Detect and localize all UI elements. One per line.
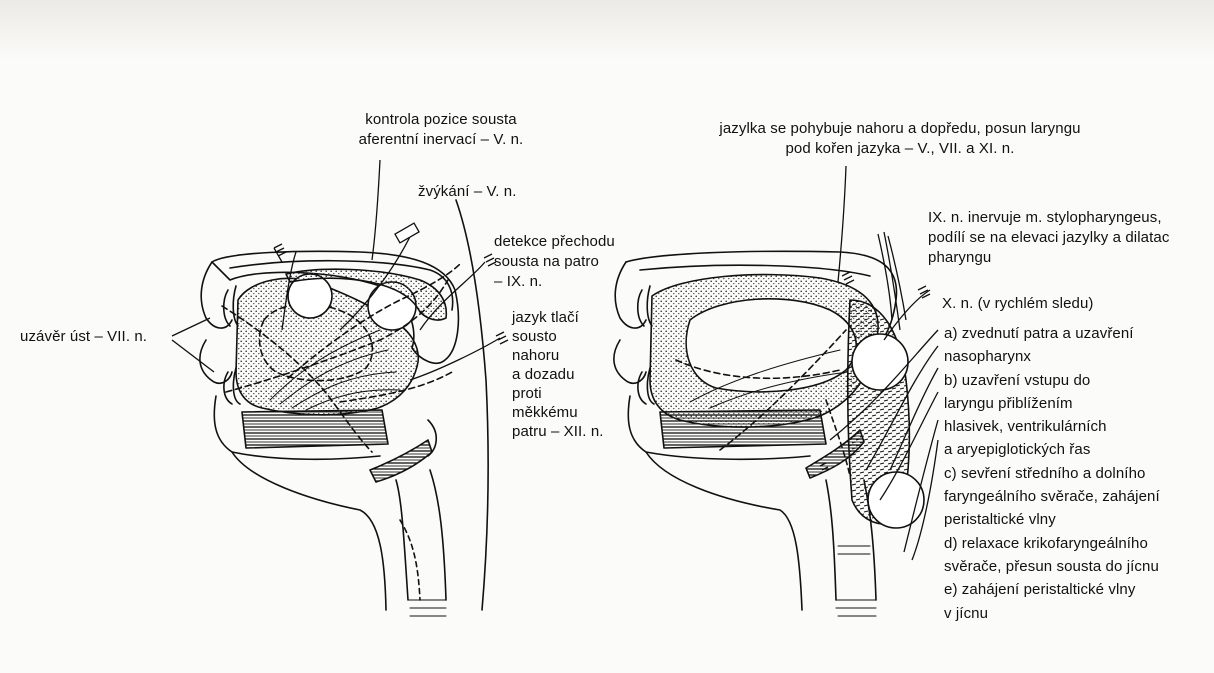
- label-uzaver: uzávěr úst – VII. n.: [20, 327, 147, 347]
- label-zvykani: žvýkání – V. n.: [418, 182, 517, 202]
- left-anatomy: [200, 200, 488, 616]
- label-ix: IX. n. inervuje m. stylopharyngeus, podí…: [928, 208, 1208, 268]
- left-lower-lip: [200, 340, 232, 383]
- left-upper-lip: [201, 262, 232, 328]
- label-x-items: a) zvednutí patra a uzavření nasopharynx…: [944, 322, 1160, 625]
- left-neck-outline: [456, 200, 488, 610]
- label-kontrola: kontrola pozice sousta aferentní inervac…: [326, 110, 556, 150]
- right-anatomy: [614, 251, 924, 616]
- label-x-title: X. n. (v rychlém sledu): [942, 294, 1094, 314]
- left-throat: [232, 452, 386, 610]
- label-jazyk: jazyk tlačí sousto nahoru a dozadu proti…: [512, 308, 604, 441]
- right-floor-muscle: [660, 410, 826, 448]
- label-jazylka: jazylka se pohybuje nahoru a dopředu, po…: [700, 119, 1100, 159]
- left-floor-muscle: [242, 410, 388, 448]
- label-detekce: detekce přechodu sousta na patro – IX. n…: [494, 232, 615, 292]
